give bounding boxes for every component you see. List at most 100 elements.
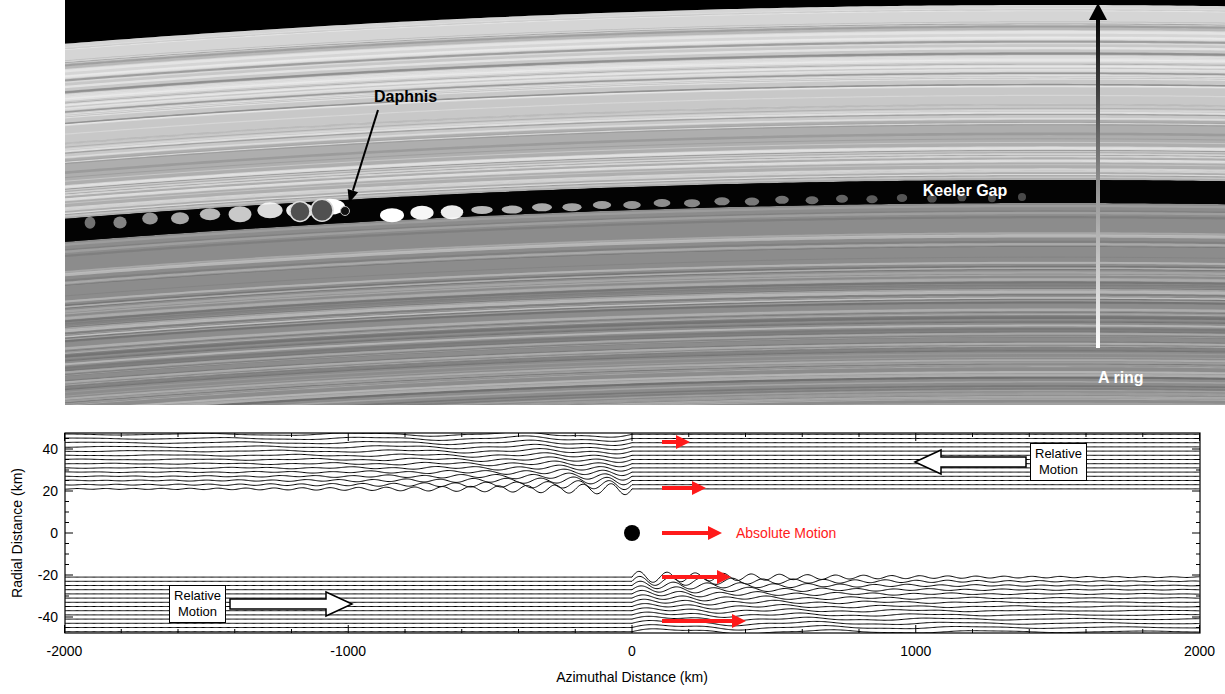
tick-mark: [65, 585, 69, 586]
tick-mark: [1142, 629, 1143, 633]
tick-mark: [1196, 564, 1200, 565]
ring-streak: [65, 111, 1225, 150]
tick-label: 2000: [1184, 643, 1215, 659]
absolute-motion-arrowhead: [708, 526, 722, 540]
edge-wave: [532, 203, 552, 211]
tick-mark: [65, 501, 69, 502]
absolute-motion-arrow: [662, 619, 734, 623]
tick-label: -2000: [47, 643, 83, 659]
streamline: [65, 481, 1200, 490]
tick-mark: [1196, 585, 1200, 586]
tick-mark: [291, 433, 292, 437]
absolute-motion-arrowhead: [717, 570, 731, 584]
relative-motion-arrow: [230, 592, 352, 616]
tick-mark: [65, 627, 69, 628]
motion-box: Relative Motion: [1030, 443, 1087, 480]
edge-wave: [745, 198, 759, 206]
tick-mark: [65, 480, 69, 481]
tick-mark: [745, 433, 746, 437]
wake-plot: [65, 432, 1201, 635]
streamline: [65, 484, 1200, 495]
tick-mark: [1196, 512, 1200, 513]
edge-wave: [380, 208, 404, 222]
edge-wave: [836, 195, 848, 203]
tick-mark: [65, 512, 69, 513]
pointer-line: [353, 110, 378, 191]
edge-wave: [866, 195, 877, 203]
edge-lump: [290, 202, 310, 222]
tick-mark: [1196, 627, 1200, 628]
tick-mark: [1199, 433, 1200, 441]
tick-mark: [348, 433, 349, 441]
streamline: [65, 576, 1200, 585]
tick-mark: [348, 625, 349, 633]
ring-band: [65, 244, 1225, 283]
tick-mark: [1192, 575, 1200, 576]
a-ring-arrow: [1096, 16, 1100, 348]
tick-mark: [745, 629, 746, 633]
edge-wave: [562, 203, 581, 211]
moon-label: Daphnis: [374, 88, 437, 106]
ring-photo: [65, 0, 1225, 405]
tick-mark: [65, 543, 69, 544]
tick-mark: [65, 606, 69, 607]
tick-mark: [1086, 433, 1087, 437]
tick-mark: [461, 629, 462, 633]
streamline: [65, 612, 1200, 617]
absolute-motion-arrow: [662, 440, 678, 444]
tick-mark: [1196, 438, 1200, 439]
tick-mark: [121, 629, 122, 633]
streamline: [65, 586, 1200, 593]
tick-mark: [575, 629, 576, 633]
edge-wave: [410, 206, 433, 220]
tick-mark: [64, 625, 65, 633]
tick-label: -20: [38, 567, 58, 583]
tick-mark: [1142, 433, 1143, 437]
tick-mark: [1196, 606, 1200, 607]
edge-wave: [775, 196, 789, 204]
edge-wave: [441, 205, 463, 219]
edge-wave: [593, 201, 611, 209]
tick-mark: [688, 629, 689, 633]
absolute-motion-arrow: [662, 531, 710, 535]
ring-streak: [65, 344, 1225, 383]
tick-mark: [575, 433, 576, 437]
edge-wave: [502, 206, 523, 214]
ring-streak: [65, 281, 1225, 320]
tick-mark: [1029, 433, 1030, 437]
daphnis-moon: [341, 207, 350, 216]
tick-mark: [65, 617, 73, 618]
tick-mark: [1029, 629, 1030, 633]
tick-mark: [178, 433, 179, 437]
box-text: Relative Motion: [1035, 446, 1082, 477]
tick-mark: [65, 596, 69, 597]
tick-mark: [1196, 470, 1200, 471]
tick-label: -1000: [330, 643, 366, 659]
a-ring-arrowhead: [1089, 3, 1107, 20]
tick-mark: [1196, 459, 1200, 460]
edge-wave: [200, 208, 220, 220]
tick-mark: [1196, 543, 1200, 544]
tick-mark: [802, 433, 803, 437]
tick-mark: [859, 433, 860, 437]
ring-streak: [65, 65, 1225, 104]
tick-mark: [405, 433, 406, 437]
tick-mark: [65, 533, 73, 534]
tick-label: 0: [50, 525, 58, 541]
ring-streak: [65, 125, 1225, 164]
tick-mark: [1192, 449, 1200, 450]
tick-mark: [291, 629, 292, 633]
tick-mark: [1192, 533, 1200, 534]
tick-mark: [234, 629, 235, 633]
ring-band: [65, 330, 1225, 369]
edge-wave: [1018, 193, 1026, 201]
tick-mark: [915, 433, 916, 441]
keeler-gap: [65, 180, 1225, 242]
tick-mark: [1199, 625, 1200, 633]
edge-wave: [714, 197, 729, 205]
tick-label: 40: [42, 441, 58, 457]
tick-mark: [915, 625, 916, 633]
absolute-motion-arrow: [662, 575, 719, 579]
edge-wave: [171, 212, 189, 224]
tick-mark: [972, 433, 973, 437]
